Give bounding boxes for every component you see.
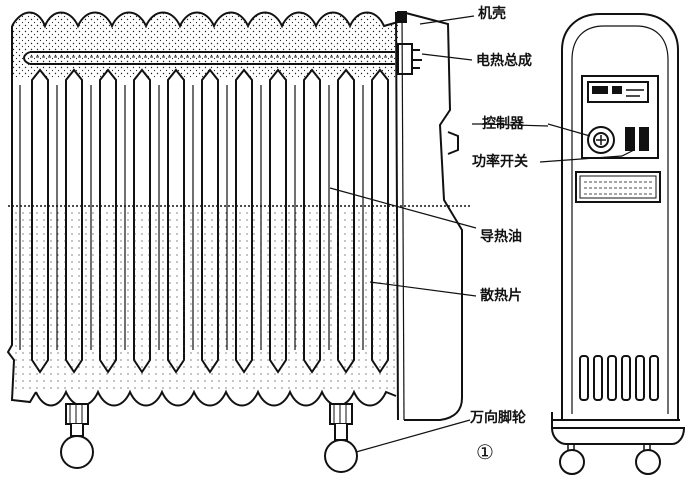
label-power-switch: 功率开关 bbox=[472, 154, 528, 170]
leader-casters-2 bbox=[355, 419, 471, 453]
label-casing: 机壳 bbox=[478, 6, 506, 22]
label-casters: 万向脚轮 bbox=[470, 410, 526, 426]
side-casing bbox=[395, 11, 463, 421]
leader-controller bbox=[472, 123, 549, 127]
label-controller: 控制器 bbox=[482, 116, 524, 132]
label-oil: 导热油 bbox=[480, 229, 522, 245]
leader-casing bbox=[419, 15, 475, 25]
figure-number: ① bbox=[476, 440, 494, 464]
leader-power-switch bbox=[539, 149, 635, 163]
radiator-body bbox=[6, 11, 470, 407]
front-view bbox=[551, 13, 685, 475]
leader-heater bbox=[421, 53, 473, 61]
leader-fins bbox=[369, 281, 477, 297]
caster-wheels bbox=[60, 403, 358, 473]
label-fins: 散热片 bbox=[480, 288, 522, 304]
label-heater: 电热总成 bbox=[476, 53, 532, 69]
leader-lines bbox=[329, 15, 635, 453]
leader-controller-front bbox=[547, 123, 591, 137]
leader-oil bbox=[329, 187, 477, 229]
